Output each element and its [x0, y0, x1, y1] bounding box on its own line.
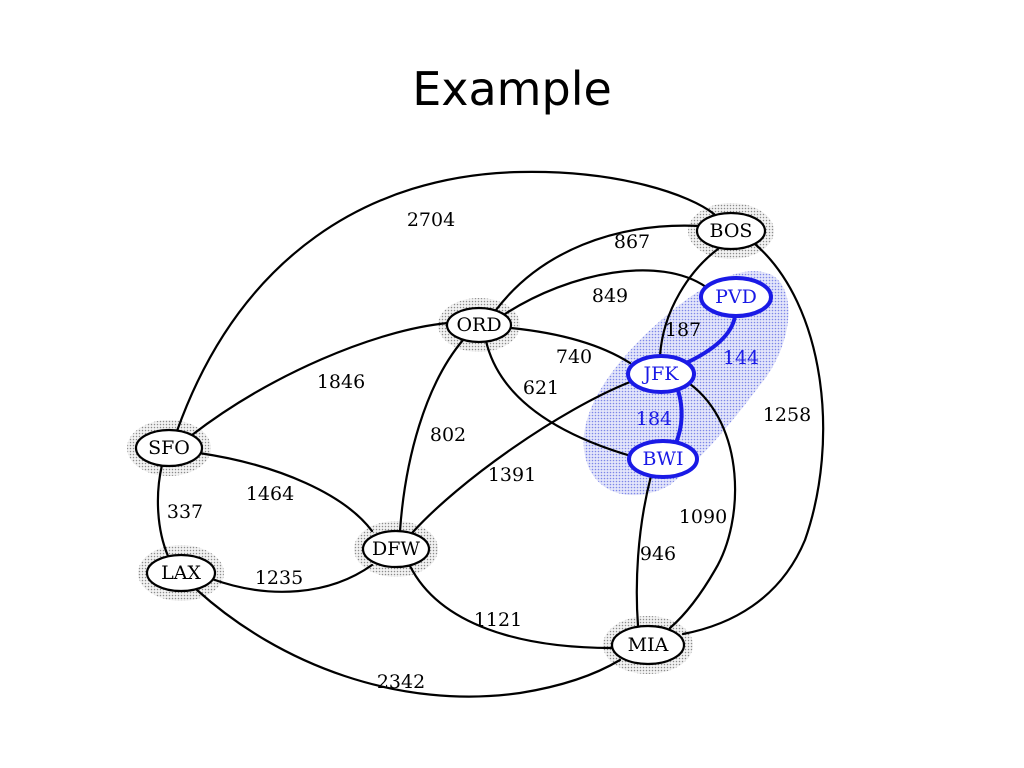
- edge-ord-bos: [494, 224, 702, 312]
- edge-dfw-mia: [408, 564, 614, 650]
- edge-weight-bos-mia: 1258: [763, 404, 811, 426]
- edge-pvd-jfk: [682, 314, 737, 366]
- edge-ord-pvd: [503, 269, 708, 316]
- node-sfo[interactable]: SFO: [134, 428, 204, 468]
- edge-sfo-dfw: [197, 451, 374, 533]
- node-shape-lax: [145, 553, 217, 593]
- edge-weight-dfw-mia: 1121: [474, 609, 522, 631]
- edge-weight-lax-dfw: 1235: [255, 567, 303, 589]
- edge-weight-dfw-jfk: 1391: [488, 464, 536, 486]
- edge-lax-dfw: [210, 563, 374, 593]
- node-lax[interactable]: LAX: [145, 553, 217, 593]
- node-label-ord: ORD: [456, 314, 501, 336]
- node-shape-ord: [445, 306, 513, 344]
- node-label-sfo: SFO: [148, 437, 190, 459]
- edge-sfo-bos: [175, 170, 716, 433]
- node-shape-bos: [695, 211, 767, 251]
- edge-weight-jfk-bos: 187: [665, 319, 701, 341]
- node-mia[interactable]: MIA: [610, 624, 686, 666]
- node-label-jfk: JFK: [642, 363, 680, 385]
- edge-weight-lax-mia: 2342: [377, 671, 425, 693]
- node-label-bwi: BWI: [643, 448, 684, 470]
- edge-bos-mia: [681, 242, 825, 636]
- edge-bwi-mia: [635, 474, 653, 628]
- edge-weight-ord-dfw: 802: [430, 424, 466, 446]
- edge-jfk-bos: [658, 247, 720, 358]
- edge-weight-bwi-mia: 946: [640, 543, 676, 565]
- edge-weight-ord-bos: 867: [614, 231, 650, 253]
- node-shape-dfw: [361, 529, 431, 569]
- edge-sfo-lax: [156, 463, 170, 558]
- node-label-lax: LAX: [161, 562, 201, 584]
- edge-jfk-mia: [668, 382, 737, 630]
- edge-weight-sfo-ord: 1846: [317, 371, 365, 393]
- node-bwi[interactable]: BWI: [627, 439, 699, 479]
- node-jfk[interactable]: JFK: [626, 354, 696, 394]
- node-ord[interactable]: ORD: [445, 306, 513, 344]
- node-shape-mia: [610, 624, 686, 666]
- slide-title: Example: [412, 62, 612, 116]
- node-dfw[interactable]: DFW: [361, 529, 431, 569]
- edge-weight-ord-jfk: 740: [556, 346, 592, 368]
- edge-weight-sfo-bos: 2704: [407, 209, 455, 231]
- node-bos[interactable]: BOS: [695, 211, 767, 251]
- node-label-mia: MIA: [628, 634, 669, 656]
- edge-sfo-ord: [190, 321, 450, 437]
- edge-weight-jfk-mia: 1090: [679, 506, 727, 528]
- node-pvd[interactable]: PVD: [699, 276, 773, 318]
- edge-ord-jfk: [509, 326, 632, 365]
- edge-dfw-jfk: [410, 380, 632, 535]
- edge-jfk-bwi: [674, 388, 684, 445]
- edge-ord-bwi: [484, 339, 633, 458]
- node-shape-pvd: [699, 276, 773, 318]
- edge-weight-ord-bwi: 621: [523, 377, 559, 399]
- node-label-bos: BOS: [710, 220, 753, 242]
- edge-weight-ord-pvd: 849: [592, 285, 628, 307]
- edge-lax-mia: [195, 588, 622, 698]
- edge-weight-sfo-dfw: 1464: [246, 483, 294, 505]
- node-shape-sfo: [134, 428, 204, 468]
- node-label-dfw: DFW: [372, 538, 420, 560]
- node-shape-bwi: [627, 439, 699, 479]
- edge-weight-pvd-jfk: 144: [723, 347, 759, 369]
- edge-weight-sfo-lax: 337: [167, 501, 203, 523]
- node-label-pvd: PVD: [715, 286, 757, 308]
- edge-weight-jfk-bwi: 184: [636, 408, 672, 430]
- node-shape-jfk: [626, 354, 696, 394]
- edge-ord-dfw: [398, 338, 465, 533]
